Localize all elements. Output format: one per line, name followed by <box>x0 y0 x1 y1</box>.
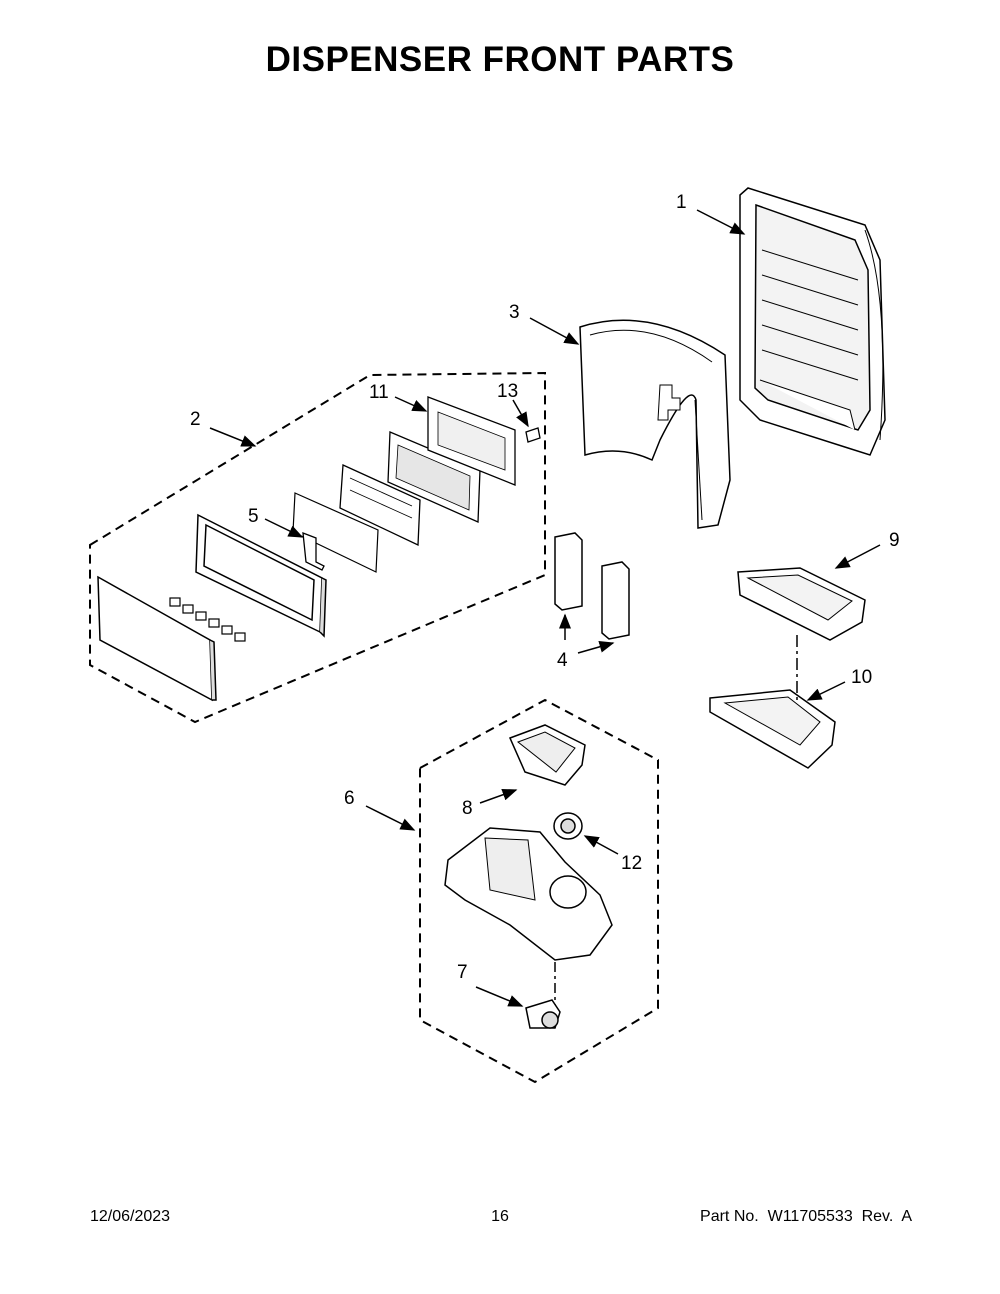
callout-1: 1 <box>676 192 687 213</box>
part-4-pad-left <box>554 532 583 611</box>
assembly-2-outline <box>89 371 546 724</box>
part-13-screw <box>525 427 541 443</box>
callout-arrows <box>209 209 881 1007</box>
footer-date: 12/06/2023 <box>90 1208 171 1225</box>
callout-13: 13 <box>497 381 518 402</box>
footer-page-number: 16 <box>491 1208 509 1225</box>
footer-part-number: Part No. W11705533 Rev. A <box>700 1208 912 1225</box>
page-title: DISPENSER FRONT PARTS <box>265 40 735 79</box>
part-10-tray-base <box>709 689 836 769</box>
callout-8: 8 <box>462 798 473 819</box>
part-2-lens <box>292 492 379 573</box>
part-9-drip-tray <box>737 567 866 641</box>
part-4-pad-right <box>601 561 630 640</box>
part-2-buttons <box>169 597 246 642</box>
callout-12: 12 <box>621 853 642 874</box>
part-12-motor <box>553 812 583 840</box>
callout-11: 11 <box>369 382 389 403</box>
callout-10: 10 <box>851 667 872 688</box>
part-2-button-panel <box>339 464 421 547</box>
part-1-housing-frame <box>739 187 886 456</box>
part-2-bezel-frame <box>195 513 327 638</box>
callout-9: 9 <box>889 530 900 551</box>
part-3-curved-panel <box>579 319 731 529</box>
part-5-spring-switch <box>302 532 325 571</box>
callout-2: 2 <box>190 409 201 430</box>
callout-3: 3 <box>509 302 520 323</box>
part-6-dispenser-body <box>444 827 613 961</box>
part-7-valve <box>525 999 561 1029</box>
callout-5: 5 <box>248 506 259 527</box>
part-2-outer-cover <box>97 575 217 702</box>
callout-4: 4 <box>557 650 568 671</box>
part-11-bracket <box>427 396 516 486</box>
part-2-control-board <box>387 431 481 523</box>
part-8-ice-chute <box>508 724 586 786</box>
callout-7: 7 <box>457 962 468 983</box>
assembly-6-outline <box>419 698 659 1084</box>
callout-6: 6 <box>344 788 355 809</box>
